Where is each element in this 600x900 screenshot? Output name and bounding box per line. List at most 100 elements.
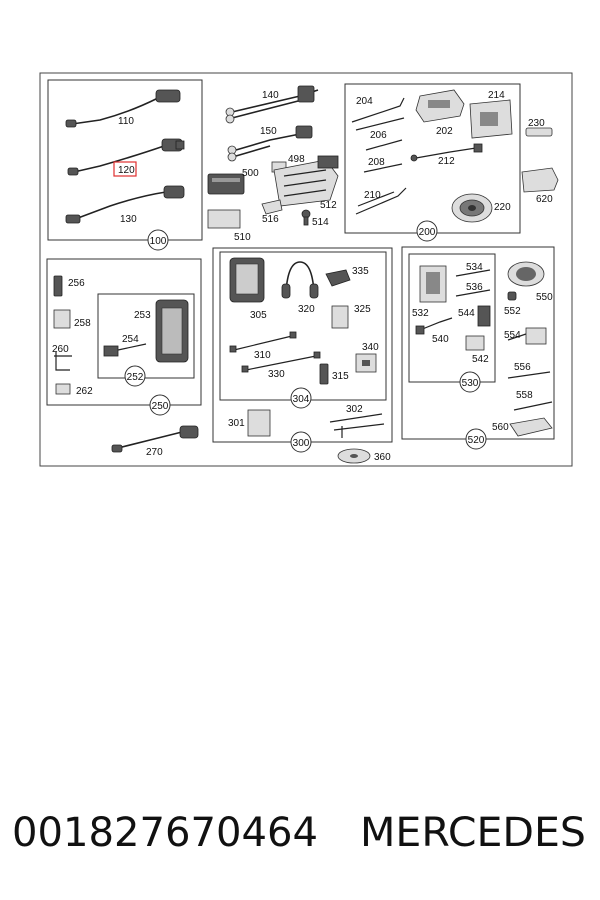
part-262-drawing [55, 383, 71, 395]
label-330: 330 [268, 369, 285, 380]
group-530-box [408, 253, 496, 383]
label-360: 360 [374, 452, 391, 463]
label-540: 540 [432, 334, 449, 345]
part-514-drawing [301, 209, 311, 226]
part-325-drawing [331, 305, 349, 329]
part-258-drawing [53, 309, 71, 329]
part-536-drawing [455, 289, 491, 297]
label-214: 214 [488, 90, 505, 101]
label-253: 253 [134, 310, 151, 321]
label-620: 620 [536, 194, 553, 205]
group-label-300: 300 [293, 438, 310, 449]
part-254-drawing [103, 343, 147, 357]
label-536: 536 [466, 282, 483, 293]
label-560: 560 [492, 422, 509, 433]
brand-name: MERCEDES [360, 810, 586, 856]
group-label-200: 200 [419, 227, 436, 238]
label-558: 558 [516, 390, 533, 401]
group-bubbles [124, 220, 487, 453]
part-500-drawing [207, 173, 245, 195]
part-534-drawing [455, 269, 491, 277]
group-label-530: 530 [462, 378, 479, 389]
part-260-drawing [54, 352, 72, 371]
label-550: 550 [536, 292, 553, 303]
label-305: 305 [250, 310, 267, 321]
label-206: 206 [370, 130, 387, 141]
label-120: 120 [118, 165, 135, 176]
group-label-100: 100 [150, 236, 167, 247]
group-label-252: 252 [127, 372, 144, 383]
part-340-drawing [355, 353, 377, 373]
label-262: 262 [76, 386, 93, 397]
part-558-drawing [513, 401, 553, 411]
group-252-box [97, 293, 195, 379]
part-301-drawing [247, 409, 271, 437]
part-532-drawing [419, 265, 447, 303]
part-220-drawing [451, 193, 493, 223]
part-550-drawing [507, 261, 545, 287]
group-label-250: 250 [152, 401, 169, 412]
label-512: 512 [320, 200, 337, 211]
label-516: 516 [262, 214, 279, 225]
part-554-drawing [507, 327, 547, 345]
label-140: 140 [262, 90, 279, 101]
label-150: 150 [260, 126, 277, 137]
part-202-drawing [415, 89, 465, 123]
group-100-box [47, 79, 203, 241]
highlight-120-box [113, 161, 137, 177]
part-number: 001827670464 [12, 810, 318, 856]
label-301: 301 [228, 418, 245, 429]
label-498: 498 [288, 154, 305, 165]
cable-130-drawing [65, 185, 185, 224]
part-230-drawing [525, 127, 553, 137]
label-260: 260 [52, 344, 69, 355]
part-330-drawing [241, 351, 321, 373]
part-212-drawing [410, 143, 483, 162]
part-310-drawing [229, 331, 297, 353]
part-512-drawing [273, 155, 339, 207]
label-552: 552 [504, 306, 521, 317]
group-200-wires [351, 97, 407, 215]
part-510-drawing [207, 209, 241, 229]
label-532: 532 [412, 308, 429, 319]
label-510: 510 [234, 232, 251, 243]
label-320: 320 [298, 304, 315, 315]
cable-110-drawing [65, 89, 181, 128]
label-130: 130 [120, 214, 137, 225]
label-554: 554 [504, 330, 521, 341]
label-514: 514 [312, 217, 329, 228]
part-542-drawing [465, 335, 485, 351]
label-202: 202 [436, 126, 453, 137]
part-552-drawing [507, 291, 517, 301]
label-210: 210 [364, 190, 381, 201]
label-110: 110 [118, 116, 134, 127]
part-302-drawing [329, 413, 385, 438]
label-542: 542 [472, 354, 489, 365]
part-360-drawing [337, 448, 371, 464]
part-620-drawing [521, 167, 559, 193]
parts-diagram: 110 120 130 140 150 498 500 510 512 514 … [39, 72, 573, 467]
cable-150-drawing [227, 125, 313, 162]
part-320-drawing [281, 261, 319, 299]
label-335: 335 [352, 266, 369, 277]
part-253-drawing [155, 299, 189, 363]
label-556: 556 [514, 362, 531, 373]
part-540-drawing [415, 317, 453, 335]
label-212: 212 [438, 156, 455, 167]
part-315-drawing [319, 363, 329, 385]
label-258: 258 [74, 318, 91, 329]
part-214-drawing [469, 99, 513, 139]
part-305-drawing [229, 257, 265, 303]
label-325: 325 [354, 304, 371, 315]
group-label-520: 520 [468, 435, 485, 446]
label-544: 544 [458, 308, 475, 319]
label-208: 208 [368, 157, 385, 168]
label-500: 500 [242, 168, 259, 179]
label-256: 256 [68, 278, 85, 289]
label-310: 310 [254, 350, 271, 361]
label-340: 340 [362, 342, 379, 353]
label-315: 315 [332, 371, 349, 382]
part-544-drawing [477, 305, 491, 327]
diagram-frame [39, 72, 573, 467]
part-256-drawing [53, 275, 63, 297]
